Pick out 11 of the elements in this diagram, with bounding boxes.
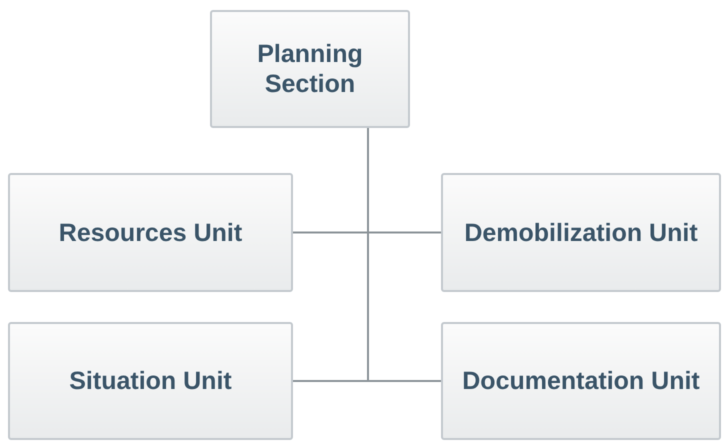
org-unit-box (8, 322, 293, 440)
org-unit-box (8, 173, 293, 292)
unit-name: Planning Section (256, 39, 364, 99)
org-unit-box (441, 173, 721, 292)
unit-name: Situation Unit (68, 366, 233, 396)
unit-name: Resources Unit (58, 218, 244, 248)
org-unit-box (210, 10, 410, 128)
connector-line (367, 128, 441, 382)
org-unit-box (441, 322, 721, 440)
unit-name: Demobilization Unit (463, 218, 699, 248)
unit-name: Documentation Unit (461, 366, 701, 396)
